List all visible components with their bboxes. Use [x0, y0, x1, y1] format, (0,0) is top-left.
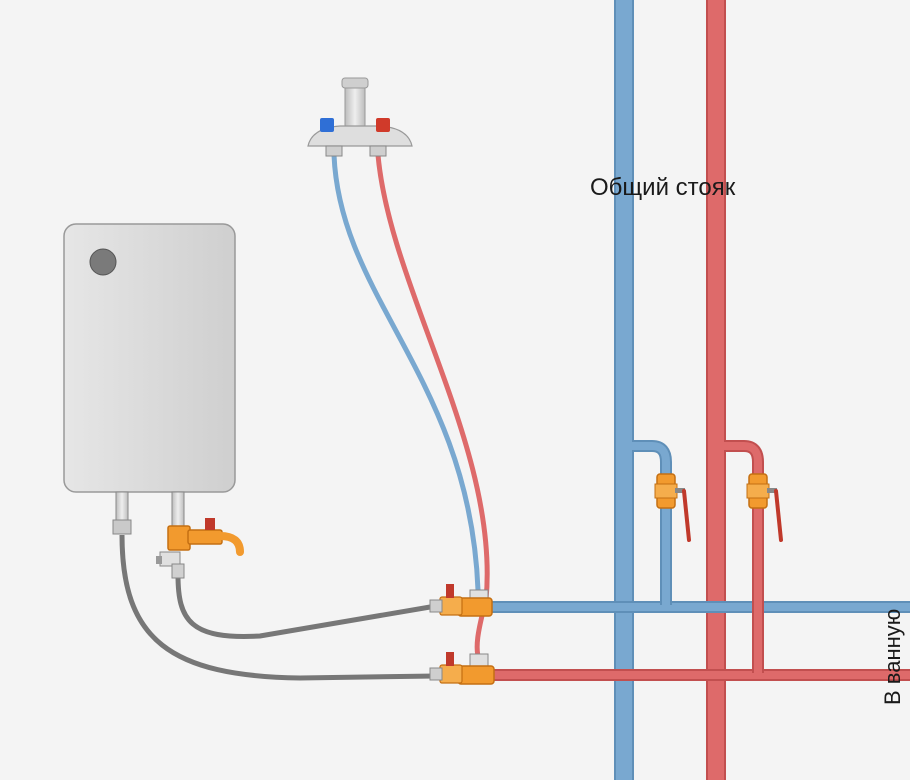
- cold-branch-pipe: [632, 440, 672, 605]
- cold-manifold-fitting: [429, 584, 493, 617]
- cold-water-riser: [614, 0, 634, 780]
- heater-cold-hose: [119, 534, 437, 681]
- heater-indicator-lamp: [89, 248, 117, 276]
- cold-handle-icon: [320, 118, 334, 132]
- heater-safety-valve: [156, 518, 244, 579]
- hot-branch-pipe: [724, 440, 764, 673]
- faucet-mixer: [307, 77, 413, 157]
- heater-outlet-stub: [171, 491, 185, 529]
- hot-faucet-hose: [375, 154, 490, 664]
- hot-water-riser: [706, 0, 726, 780]
- riser-label: Общий стояк: [590, 174, 736, 201]
- cold-faucet-hose: [331, 154, 481, 591]
- hot-handle-icon: [376, 118, 390, 132]
- hot-branch-valve: [746, 473, 783, 542]
- cold-water-main: [470, 601, 910, 613]
- heater-inlet-stub: [112, 491, 132, 535]
- hot-water-main: [470, 669, 910, 681]
- to-bath-label: В ванную: [880, 608, 905, 705]
- heater-hot-hose: [175, 574, 437, 639]
- hot-manifold-fitting: [429, 652, 495, 685]
- cold-branch-valve: [654, 473, 691, 542]
- water-heater: [63, 223, 236, 493]
